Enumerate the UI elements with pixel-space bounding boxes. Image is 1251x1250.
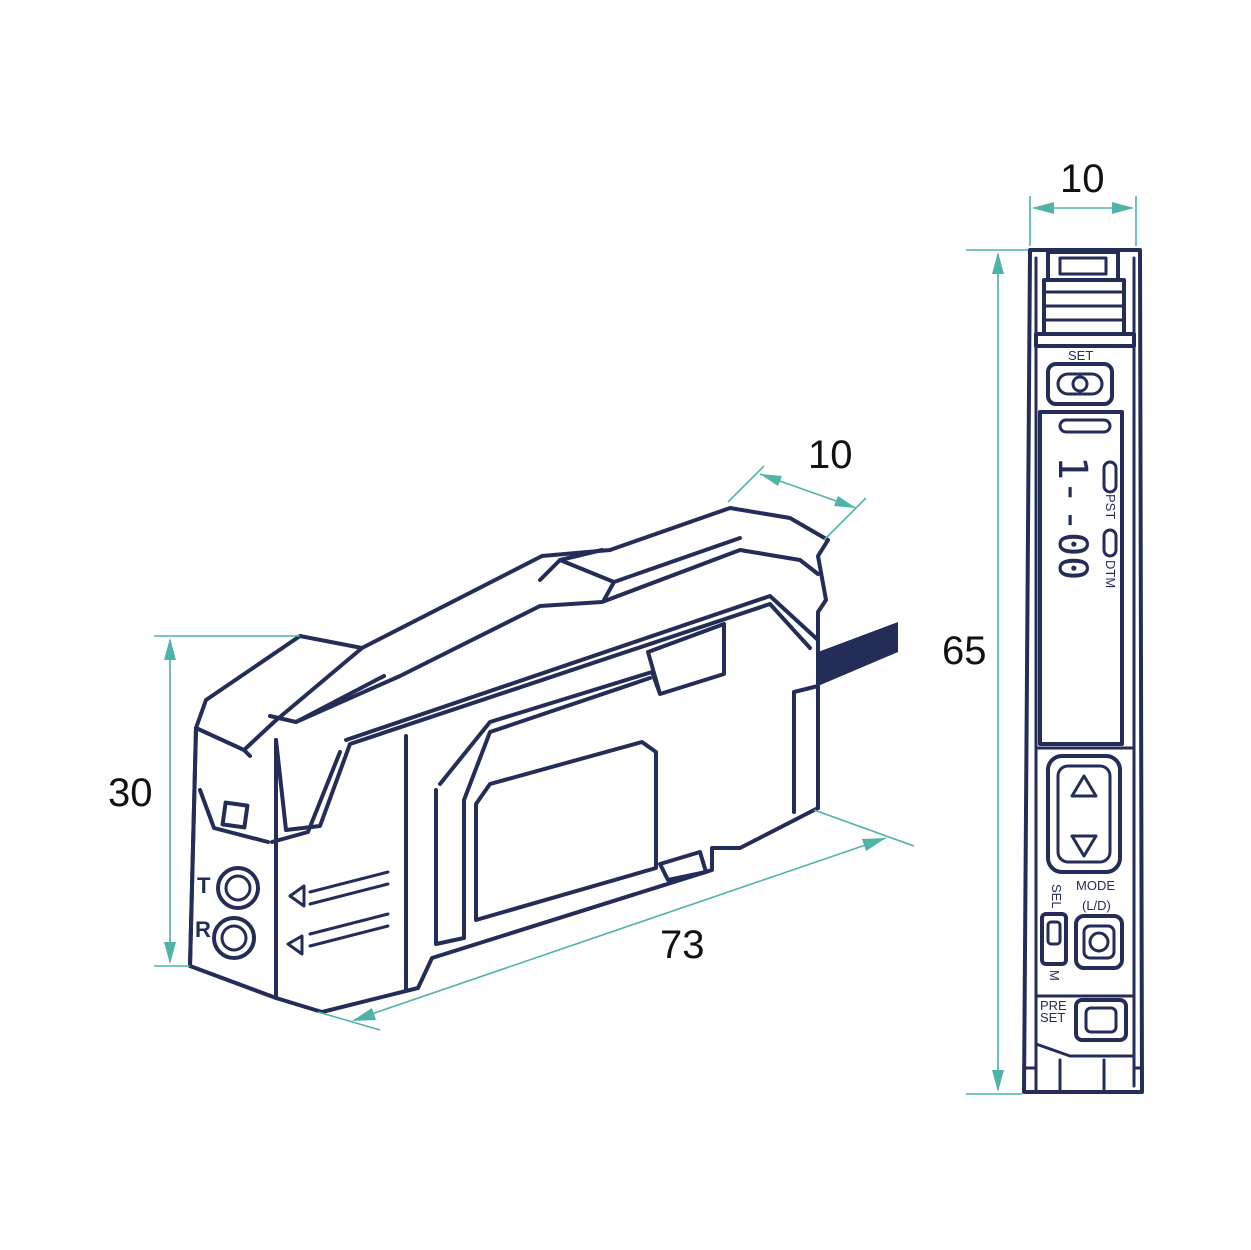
display-top: 1- <box>1049 456 1095 504</box>
din-feet <box>1022 1058 1144 1094</box>
front-view: SET 1- -00 PST DTM MO <box>1022 248 1144 1094</box>
top-ridge <box>294 548 820 724</box>
dtm-indicator <box>1102 528 1118 558</box>
dim-iso-length-label: 73 <box>660 923 705 967</box>
dim-iso-width-label: 10 <box>808 433 853 477</box>
up-arrow-icon <box>1070 774 1098 798</box>
cable <box>818 622 898 686</box>
display-readout: 1- -00 <box>1049 456 1095 580</box>
display-bottom: -00 <box>1049 508 1095 580</box>
dim-front-width: 10 <box>1029 157 1137 246</box>
label-sel: SEL <box>1049 884 1064 909</box>
sel-switch[interactable] <box>1040 912 1068 966</box>
label-area <box>434 676 658 946</box>
up-down-buttons[interactable] <box>1046 754 1122 874</box>
base-line <box>1034 1042 1136 1058</box>
indicator-bar <box>1058 418 1112 434</box>
fiber-jack-r: R <box>195 916 256 960</box>
side-arrows <box>286 870 390 956</box>
dim-front-width-label: 10 <box>1060 157 1105 201</box>
down-arrow-icon <box>1070 834 1098 858</box>
top-slot <box>538 536 742 602</box>
label-mode: MODE <box>1076 878 1115 893</box>
preset-button[interactable] <box>1074 998 1128 1042</box>
label-t: T <box>197 873 211 898</box>
side-recess <box>404 622 726 992</box>
label-dtm: DTM <box>1103 560 1118 588</box>
set-button[interactable] <box>1046 362 1114 406</box>
rear-block <box>658 684 820 882</box>
front-window <box>220 800 250 830</box>
label-preset-set: SET <box>1040 1010 1065 1025</box>
mode-button[interactable] <box>1074 914 1124 970</box>
side-band <box>270 602 812 844</box>
dim-iso-height-label: 30 <box>108 771 153 815</box>
up-button[interactable] <box>1070 774 1098 798</box>
dim-iso-height: 30 <box>108 635 300 967</box>
label-r: R <box>195 917 211 942</box>
label-set: SET <box>1068 348 1093 363</box>
down-button[interactable] <box>1070 834 1098 858</box>
dim-front-height: 65 <box>942 249 1028 1095</box>
body-outline <box>188 506 830 1014</box>
label-mode-sub: (L/D) <box>1082 898 1111 913</box>
label-pst: PST <box>1103 494 1118 519</box>
dim-iso-width: 10 <box>727 433 867 541</box>
cap-left <box>194 646 386 758</box>
dim-front-height-label: 65 <box>942 629 987 673</box>
isometric-view: T R <box>188 506 898 1014</box>
pst-indicator <box>1102 460 1118 494</box>
dim-iso-length: 73 <box>317 809 915 1031</box>
label-pre: PRE <box>1040 998 1067 1013</box>
front-face <box>188 726 278 1000</box>
top-connector <box>1034 250 1136 348</box>
display-window <box>1038 410 1124 746</box>
label-m: M <box>1047 970 1062 981</box>
fiber-jack-t: T <box>197 866 260 910</box>
inner-band <box>344 594 820 742</box>
